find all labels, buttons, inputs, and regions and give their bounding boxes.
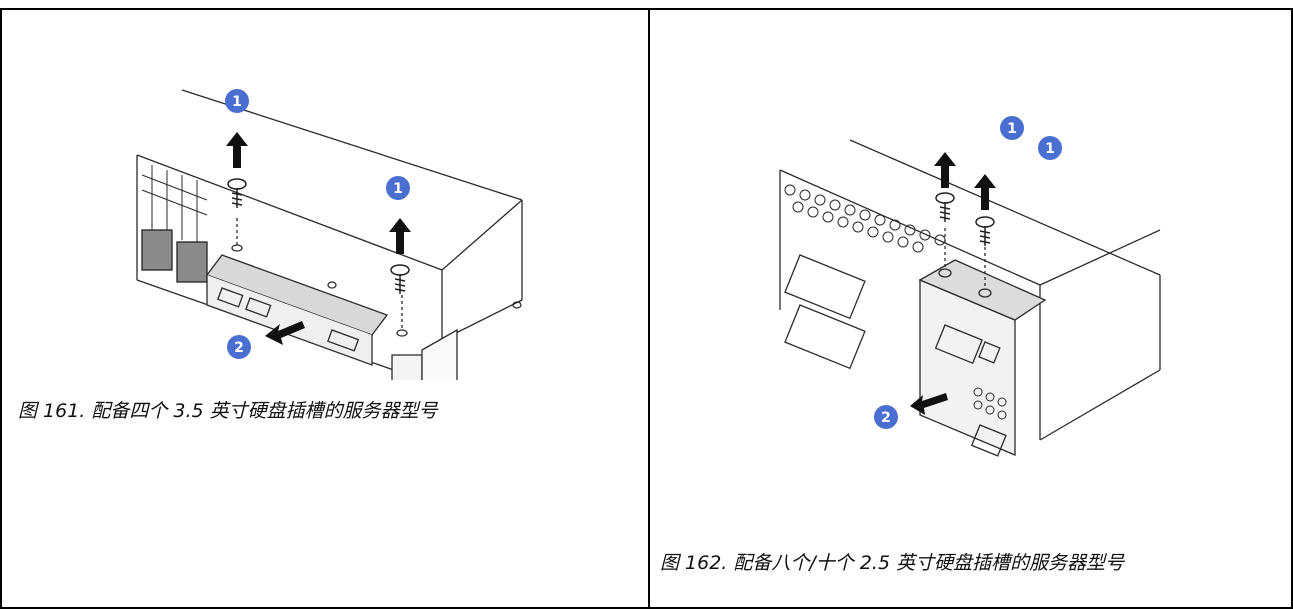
svg-text:1: 1 (1007, 121, 1017, 137)
callout-layer: 1 1 2 (874, 116, 1062, 429)
arrow-pull-icon (265, 321, 305, 345)
arrow-up-icon (974, 174, 996, 210)
svg-text:1: 1 (232, 94, 242, 110)
screw-icon (227, 178, 247, 208)
callout-2-icon: 2 (874, 405, 898, 429)
callout-1-icon: 1 (1000, 116, 1024, 140)
arrow-up-icon (934, 152, 956, 188)
server-illustration-2-5-inch (779, 139, 1161, 457)
figure-panel-161: 1 1 2 图 161. 配备四个 3.5 英寸硬盘插槽的服务器型号 (0, 8, 650, 609)
svg-text:1: 1 (393, 181, 403, 197)
screw-icon (975, 216, 995, 246)
svg-text:2: 2 (234, 340, 244, 356)
arrow-pull-icon (910, 393, 948, 415)
callout-layer: 1 1 2 (225, 89, 410, 359)
figure-caption-161: 图 161. 配备四个 3.5 英寸硬盘插槽的服务器型号 (18, 400, 438, 422)
svg-text:1: 1 (1045, 141, 1055, 157)
svg-text:2: 2 (881, 410, 891, 426)
arrow-up-icon (389, 218, 411, 254)
arrow-up-icon (226, 132, 248, 168)
server-illustration-3-5-inch (136, 89, 523, 380)
screw-icon (935, 192, 955, 222)
figure-caption-162: 图 162. 配备八个/十个 2.5 英寸硬盘插槽的服务器型号 (660, 552, 1125, 574)
figure-panel-162: 1 1 2 图 162. 配备八个/十个 2.5 英寸硬盘插槽的服务器型号 (648, 8, 1293, 609)
callout-1-icon: 1 (386, 176, 410, 200)
screw-icon (390, 264, 410, 294)
callout-1-icon: 1 (225, 89, 249, 113)
callout-2-icon: 2 (227, 335, 251, 359)
callout-1-icon: 1 (1038, 136, 1062, 160)
